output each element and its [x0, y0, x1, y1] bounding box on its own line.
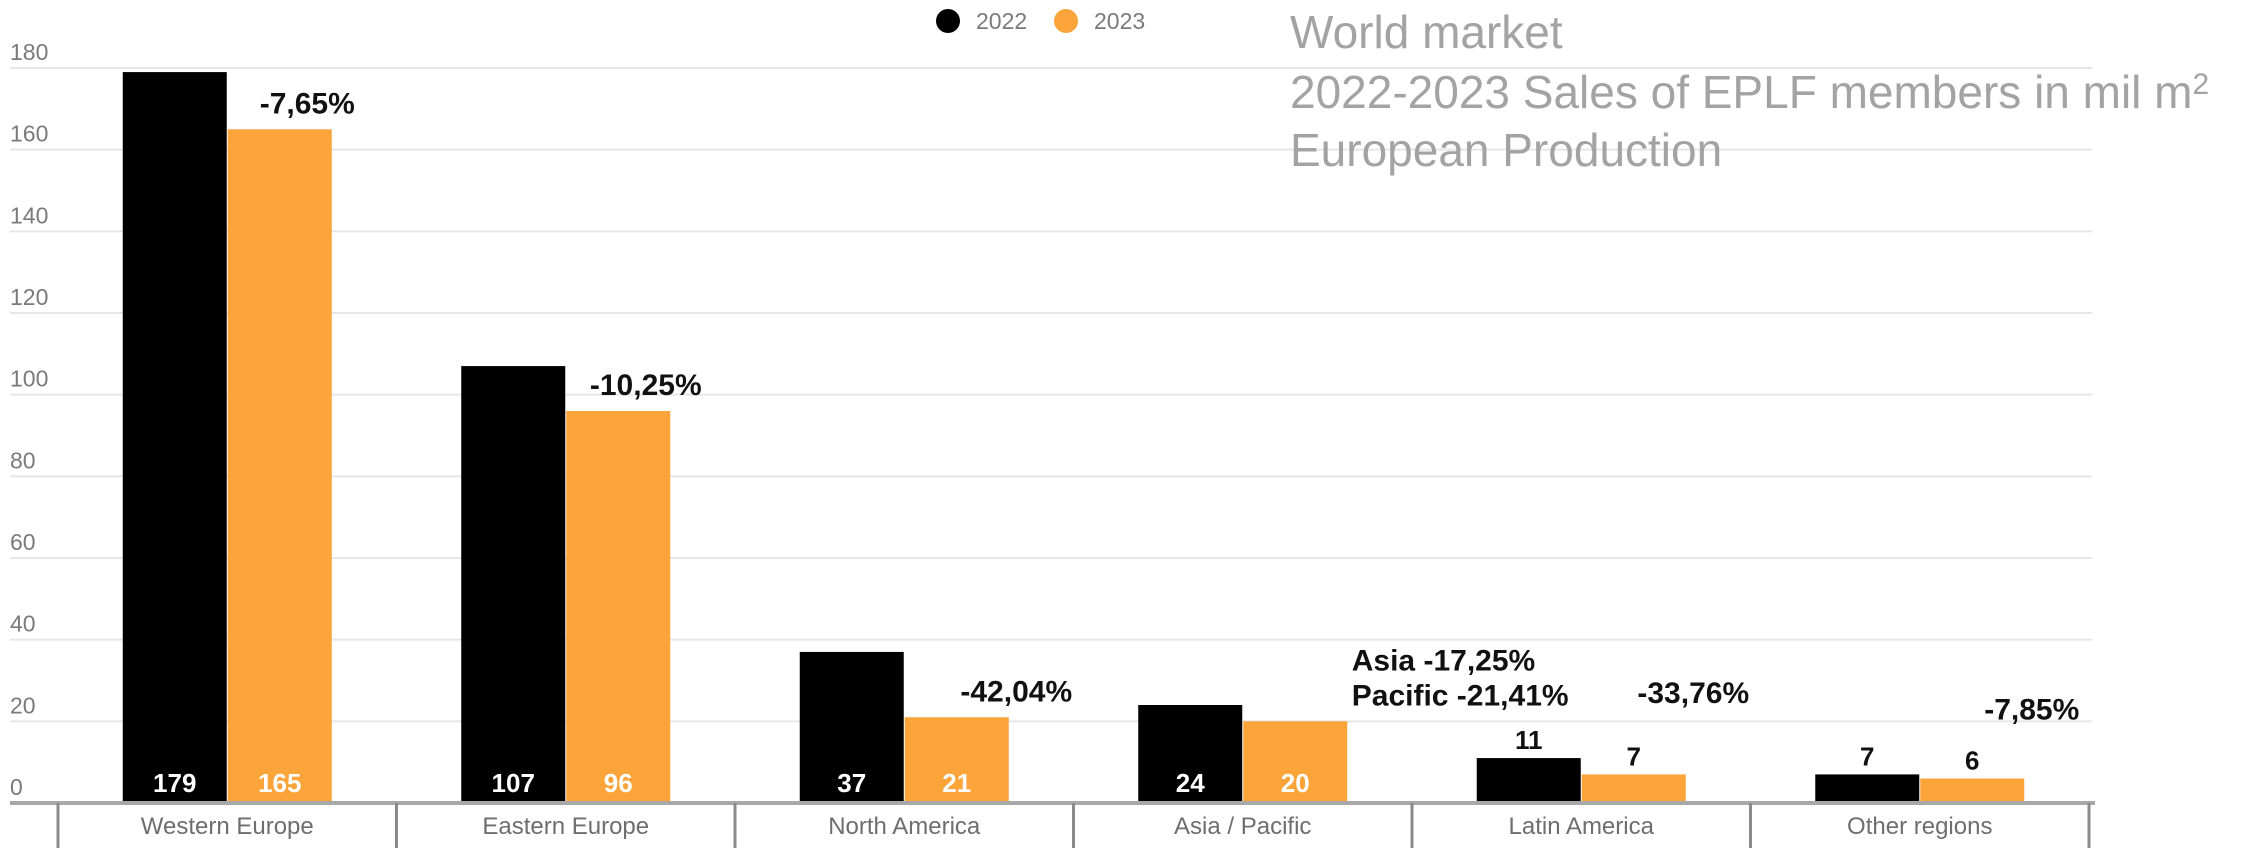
bar-value-label: 96 [604, 768, 633, 798]
y-tick-label: 120 [10, 284, 48, 310]
x-axis [10, 801, 2095, 848]
y-tick-label: 160 [10, 121, 48, 147]
y-tick-label: 60 [10, 529, 36, 555]
y-tick-label: 140 [10, 202, 48, 228]
bar-2022-latin-america [1476, 758, 1581, 802]
bar-value-label: 107 [492, 768, 535, 798]
title-line-3: European Production [1290, 124, 1722, 176]
y-tick-label: 180 [10, 39, 48, 65]
bar-value-label: 24 [1176, 768, 1205, 798]
bar-2023-asia-pacific [1243, 721, 1348, 802]
chart-title: World market 2022-2023 Sales of EPLF mem… [1290, 6, 2222, 176]
bar-value-label: 7 [1627, 741, 1641, 771]
y-tick-label: 40 [10, 611, 36, 637]
change-label: -33,76% [1637, 677, 1749, 710]
x-tick-label: Eastern Europe [482, 813, 649, 840]
change-label: Pacific -21,41% [1352, 679, 1569, 712]
legend-marker-2023 [1054, 9, 1078, 33]
bars: 179 165 107 96 37 21 24 20 11 7 7 6 [122, 72, 2025, 803]
bar-2023-latin-america [1581, 774, 1686, 802]
bar-2022-eastern-europe [461, 366, 566, 802]
title-line-2: 2022-2023 Sales of EPLF members in mil m… [1290, 66, 2209, 118]
y-tick-label: 0 [10, 774, 23, 800]
bar-2023-other-regions [1920, 778, 2025, 802]
bar-value-label: 165 [258, 768, 301, 798]
title-line-2-text: 2022-2023 Sales of EPLF members in mil m [1290, 66, 2193, 118]
legend: 2022 2023 [936, 8, 1145, 34]
x-tick-label: North America [828, 813, 981, 840]
x-tick-label: Western Europe [141, 813, 314, 840]
change-labels: -7,65% -10,25% -42,04% Asia -17,25%Pacific … [260, 87, 2080, 726]
title-line-1: World market [1290, 6, 1563, 58]
change-label: -42,04% [960, 675, 1072, 708]
x-tick-label: Other regions [1847, 813, 1992, 840]
bar-2022-other-regions [1815, 774, 1920, 802]
y-axis-ticks: 0 20 40 60 80 100 120 140 160 180 [10, 39, 48, 800]
bar-2023-north-america [904, 717, 1009, 802]
y-tick-label: 20 [10, 692, 36, 718]
title-superscript: 2 [2193, 68, 2210, 101]
legend-label-2023: 2023 [1094, 8, 1145, 34]
x-axis-labels: Western Europe Eastern Europe North Americ… [141, 813, 1993, 840]
bar-2022-asia-pacific [1138, 705, 1243, 802]
legend-marker-2022 [936, 9, 960, 33]
bar-value-label: 6 [1965, 746, 1979, 776]
y-tick-label: 80 [10, 447, 36, 473]
bar-value-label: 7 [1860, 741, 1874, 771]
change-label: Asia -17,25% [1352, 644, 1535, 677]
bar-2023-western-europe [227, 129, 332, 802]
gridlines [10, 67, 2092, 723]
x-tick-label: Asia / Pacific [1174, 813, 1311, 840]
bar-2022-north-america [799, 651, 904, 802]
change-label: -7,85% [1984, 693, 2079, 726]
change-label: -7,65% [260, 87, 355, 120]
y-tick-label: 100 [10, 366, 48, 392]
bar-value-label: 37 [837, 768, 866, 798]
bar-value-label: 11 [1515, 725, 1543, 755]
x-tick-label: Latin America [1509, 813, 1655, 840]
bar-value-label: 21 [942, 768, 971, 798]
bar-2022-western-europe [122, 72, 227, 803]
bar-value-label: 179 [153, 768, 196, 798]
bar-2023-eastern-europe [566, 411, 671, 802]
change-label: -10,25% [590, 369, 702, 402]
legend-label-2022: 2022 [976, 8, 1027, 34]
bar-value-label: 20 [1281, 768, 1310, 798]
